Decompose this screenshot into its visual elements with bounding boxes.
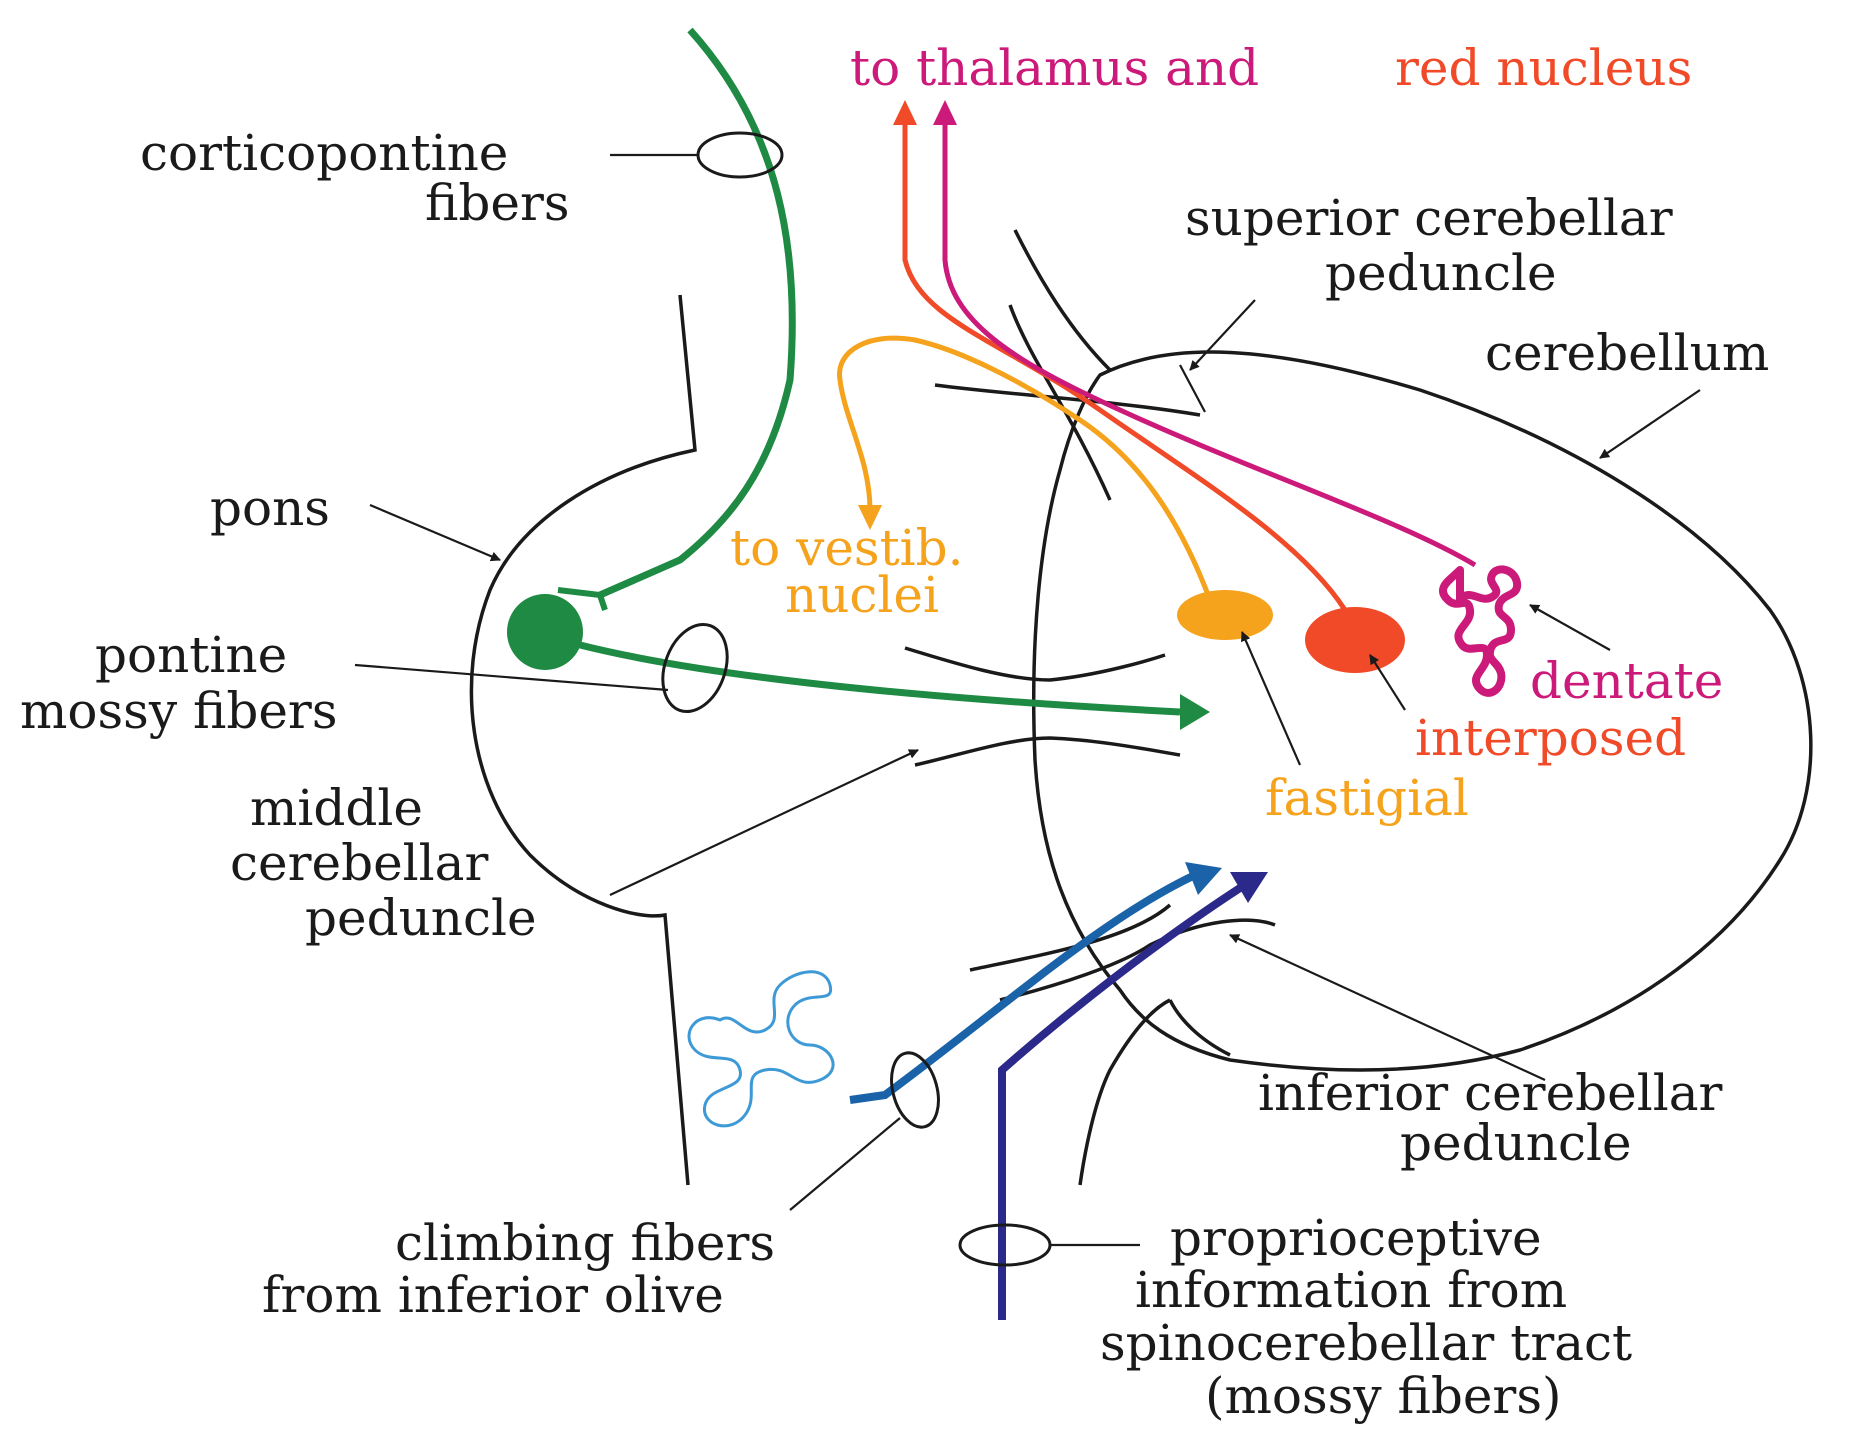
corticopontine-bundle-ring [698,133,782,177]
label-to-thalamus: to thalamus and [850,39,1259,97]
label-proprioceptive: proprioceptive [1170,1209,1542,1267]
label-corticopontine-fibers: fibers [425,174,570,232]
label-pons: pons [210,479,330,537]
label-superior-peduncle: superior cerebellar [1185,189,1673,247]
dentate-nucleus [1443,569,1517,692]
dentate-efferent [933,100,1475,565]
superior-peduncle-strokes [935,230,1200,500]
fastigial-nucleus [1177,590,1273,640]
label-climbing-fibers: climbing fibers [395,1214,775,1272]
label-fastigial: fastigial [1265,769,1469,827]
interposed-nucleus [1305,607,1405,673]
label-middle-cerebellar: cerebellar [230,834,488,892]
inferior-peduncle-strokes [970,905,1275,1185]
inferior-olive [689,972,833,1126]
label-mossy-fibers-2: (mossy fibers) [1205,1367,1562,1425]
label-red-nucleus: red nucleus [1395,39,1692,97]
pontine-nucleus-cell [507,594,583,670]
label-middle: middle [250,779,423,837]
label-vestib-nuclei: nuclei [785,566,939,624]
label-pontine: pontine [95,626,287,684]
label-inferior-peduncle-2: peduncle [1400,1114,1632,1172]
label-middle-peduncle: peduncle [305,889,537,947]
label-superior-peduncle-2: peduncle [1325,244,1557,302]
label-mossy-fibers: mossy fibers [20,682,337,740]
label-cerebellum: cerebellum [1485,324,1769,382]
label-spinocerebellar-tract: spinocerebellar tract [1100,1314,1632,1372]
labels: to thalamus and red nucleus corticoponti… [20,39,1769,1425]
label-dentate: dentate [1530,652,1723,710]
label-information-from: information from [1135,1261,1567,1319]
label-from-inferior-olive: from inferior olive [262,1266,724,1324]
climbing-fiber [850,862,1222,1132]
deep-nuclei [1177,569,1517,692]
pons-outline [471,295,695,1185]
label-interposed: interposed [1415,709,1686,767]
